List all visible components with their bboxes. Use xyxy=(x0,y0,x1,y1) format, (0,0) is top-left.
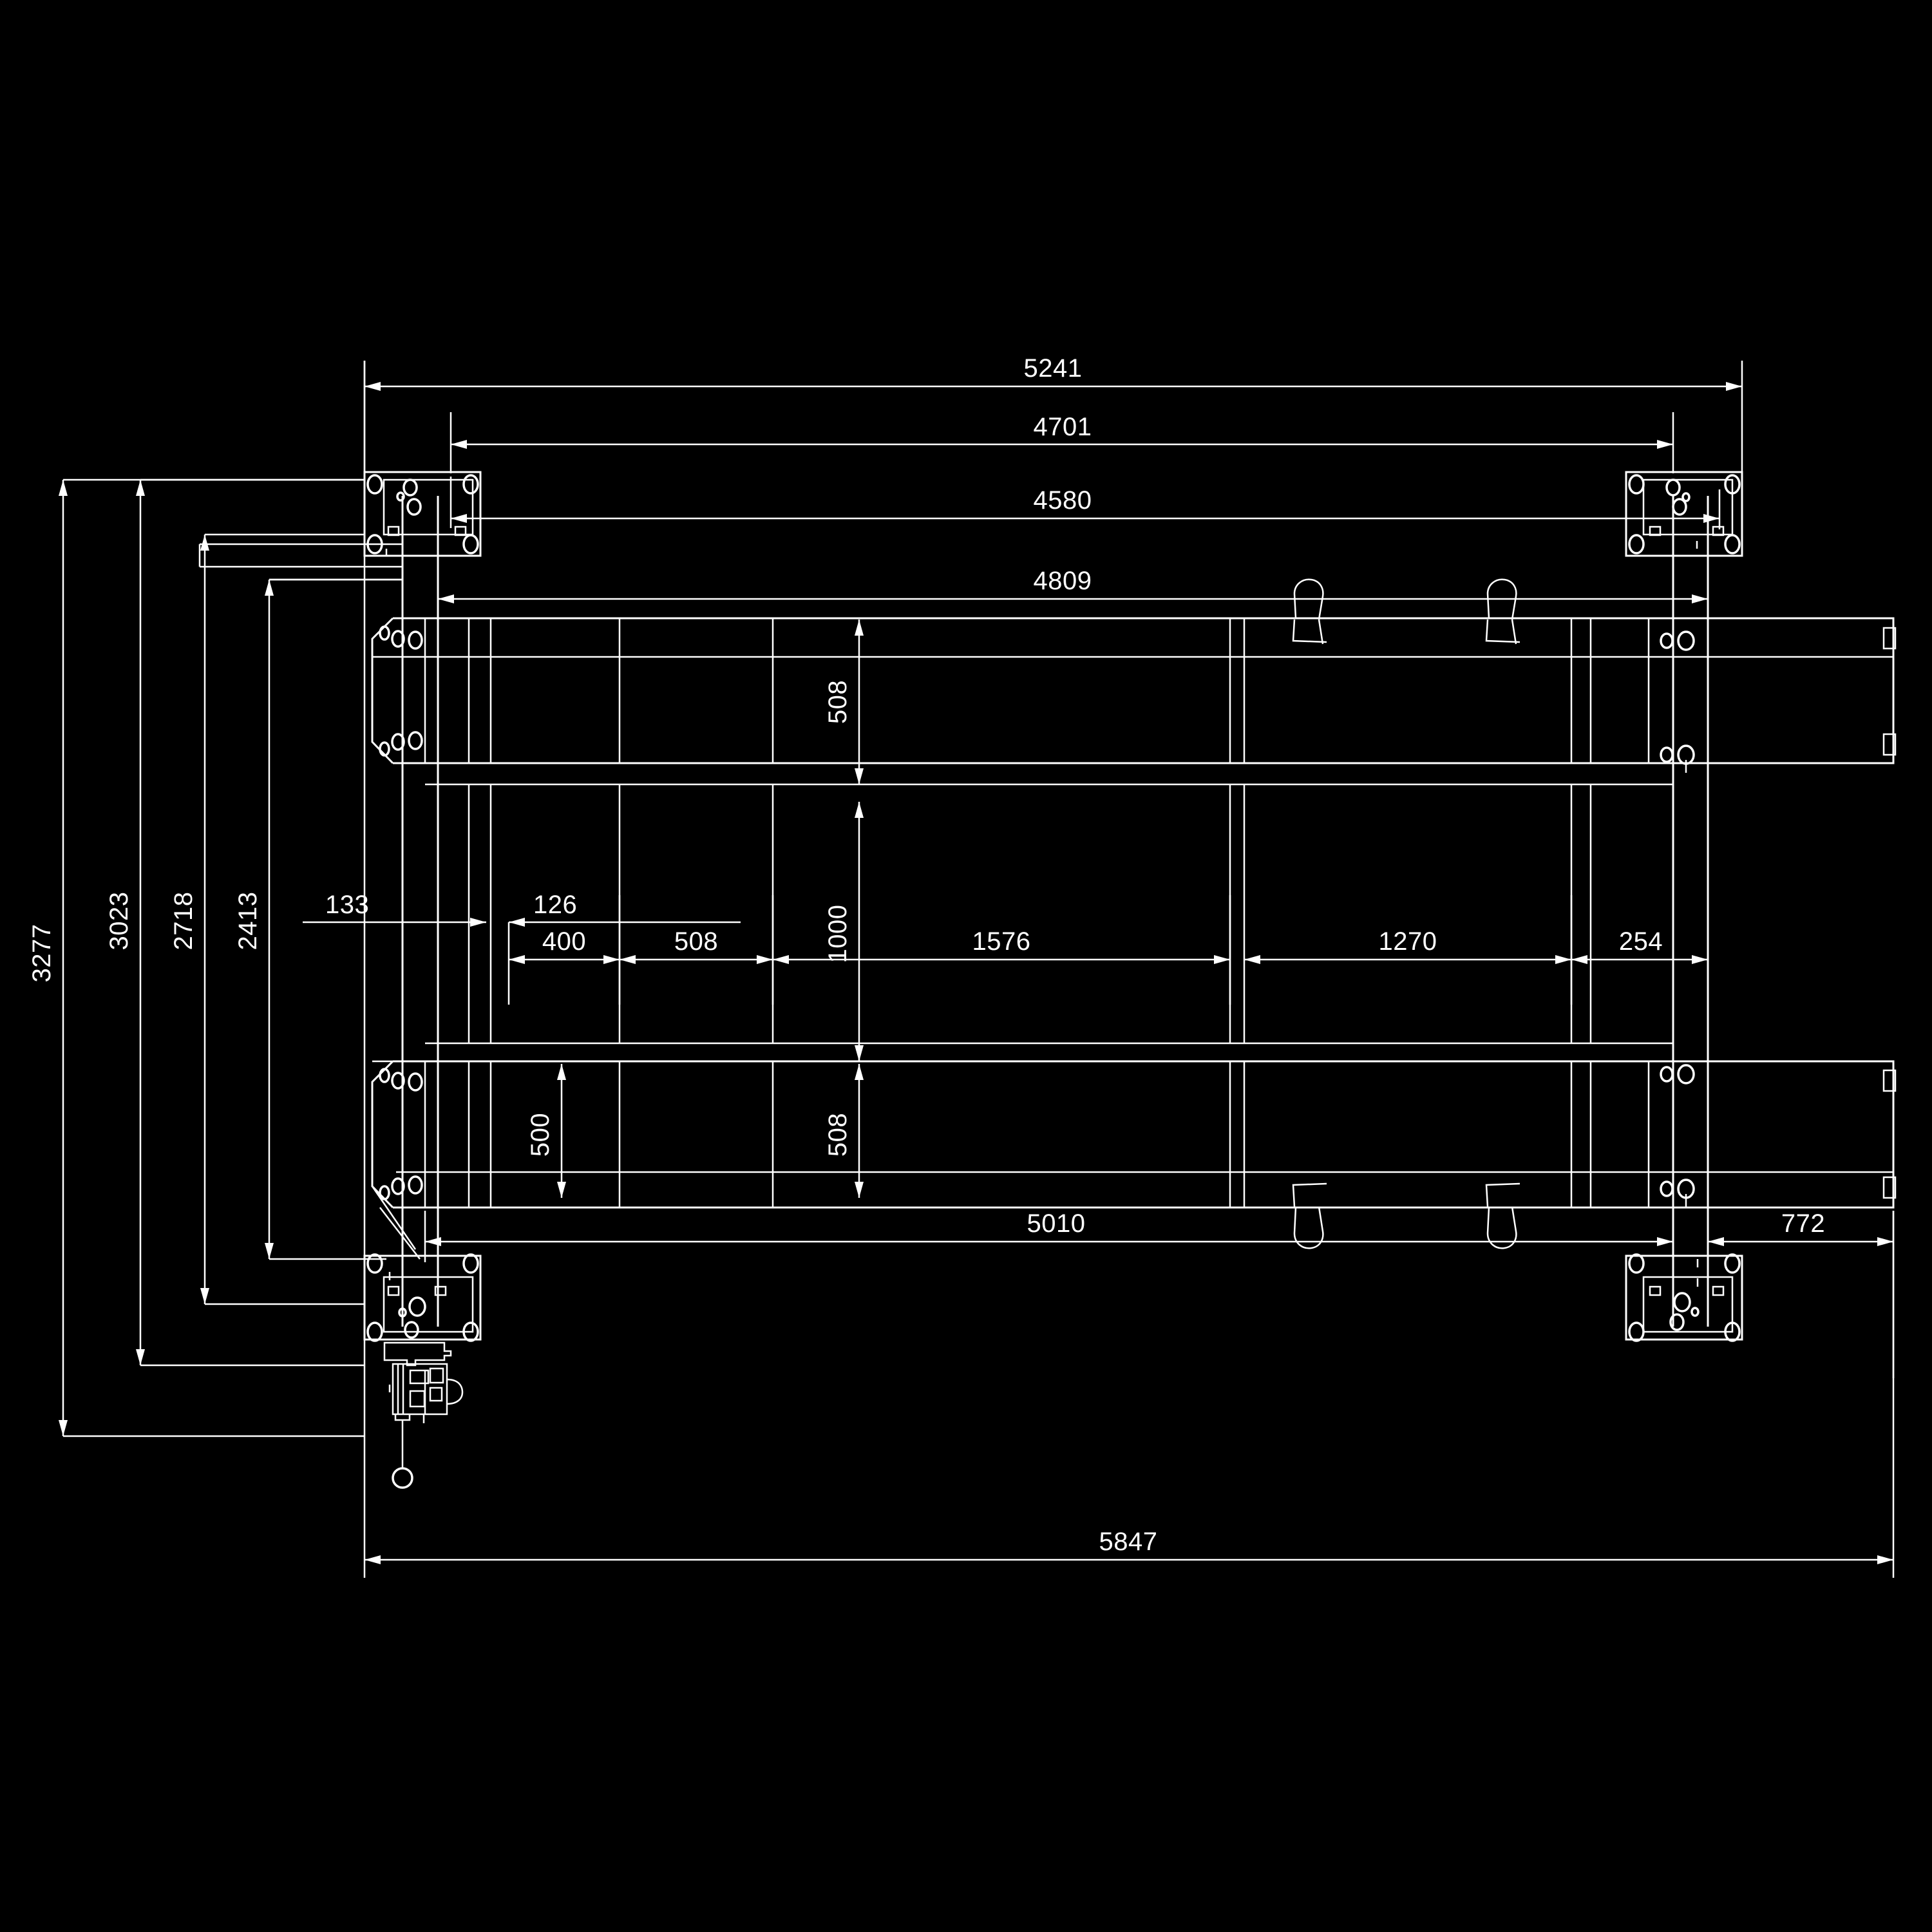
dim-5010: 5010 xyxy=(424,1209,1674,1262)
dim-3277: 3277 xyxy=(28,478,365,1437)
dim-label-500: 500 xyxy=(526,1113,554,1157)
lift-geometry xyxy=(198,471,1897,1489)
runway-lower xyxy=(371,1060,1897,1260)
dim-label-5241: 5241 xyxy=(1024,354,1083,383)
dim-label-4809: 4809 xyxy=(1034,567,1092,595)
dim-label-2413: 2413 xyxy=(234,892,262,951)
dim-label-1576: 1576 xyxy=(972,927,1031,956)
dim-133: 133 xyxy=(303,891,486,927)
dim-chain-extensions xyxy=(507,895,1709,1005)
ramp-stop-hook xyxy=(1292,578,1327,645)
dim-500: 500 xyxy=(526,1064,566,1198)
power-unit-assembly xyxy=(383,1341,464,1489)
ramp-stop-hook xyxy=(1292,1182,1327,1249)
dim-label-3023: 3023 xyxy=(105,892,133,951)
center-rails xyxy=(425,783,1673,1045)
post-bottom-right xyxy=(1625,1253,1743,1342)
dim-label-126: 126 xyxy=(533,891,577,919)
post-top-right xyxy=(1625,471,1743,557)
dim-508-upper: 508 xyxy=(824,620,864,784)
dim-label-1000: 1000 xyxy=(824,905,852,963)
ramp-stop-hook xyxy=(1485,1182,1520,1249)
dim-126: 126 xyxy=(509,891,741,927)
dimension-annotations: 5241 4701 4580 4809 3277 xyxy=(28,354,1895,1578)
dim-5847: 5847 xyxy=(363,361,1895,1578)
runway-upper xyxy=(371,578,1897,773)
dim-label-5010: 5010 xyxy=(1027,1209,1086,1238)
dim-label-4701: 4701 xyxy=(1034,413,1092,441)
dim-1270: 1270 xyxy=(1244,927,1571,964)
dim-label-133: 133 xyxy=(325,891,369,919)
dim-1000: 1000 xyxy=(824,802,864,1061)
dim-400: 400 xyxy=(509,927,620,964)
dim-label-400: 400 xyxy=(542,927,586,956)
dim-label-508-upper: 508 xyxy=(824,680,852,724)
dim-508-h: 508 xyxy=(620,927,773,964)
crossmember-links xyxy=(198,543,402,581)
dim-2413: 2413 xyxy=(234,578,402,1260)
dim-2718: 2718 xyxy=(169,533,365,1305)
dim-4809: 4809 xyxy=(437,567,1709,618)
dim-label-2718: 2718 xyxy=(169,892,198,951)
dim-4701: 4701 xyxy=(450,412,1674,473)
dim-508-lower: 508 xyxy=(824,1064,864,1198)
dim-4580: 4580 xyxy=(450,477,1721,529)
dim-772: 772 xyxy=(1707,1209,1895,1378)
dim-label-508-h: 508 xyxy=(674,927,718,956)
dim-label-4580: 4580 xyxy=(1034,486,1092,515)
dim-3023: 3023 xyxy=(105,478,365,1367)
dim-label-3277: 3277 xyxy=(28,924,56,983)
dim-1576: 1576 xyxy=(773,927,1230,964)
dim-254: 254 xyxy=(1571,927,1708,964)
ramp-stop-hook xyxy=(1485,578,1520,645)
post-bottom-left xyxy=(363,1253,482,1342)
dim-label-5847: 5847 xyxy=(1099,1528,1158,1556)
dim-label-254: 254 xyxy=(1619,927,1663,956)
dim-label-772: 772 xyxy=(1781,1209,1825,1238)
dim-label-1270: 1270 xyxy=(1379,927,1437,956)
dim-label-508-lower: 508 xyxy=(824,1113,852,1157)
